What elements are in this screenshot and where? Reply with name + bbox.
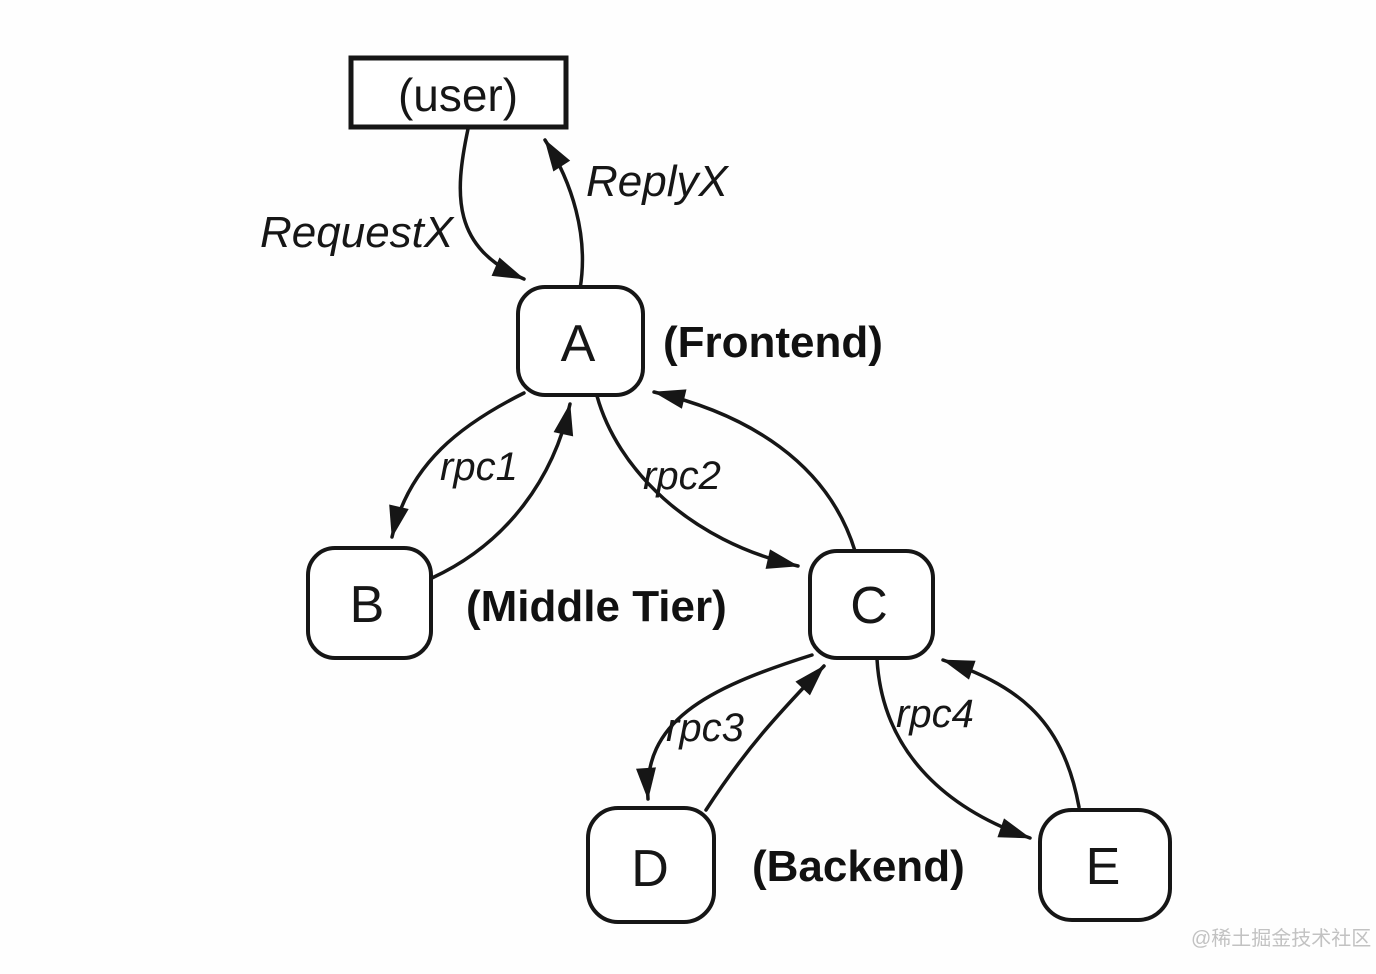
edge-label-rpc2: rpc2 bbox=[643, 454, 721, 498]
arrow-e-to-c-return bbox=[941, 658, 1081, 809]
tier-label-frontend: (Frontend) bbox=[663, 318, 883, 367]
edge-label-requestx: RequestX bbox=[260, 208, 455, 257]
edge-label-replyx: ReplyX bbox=[586, 157, 729, 206]
edge-label-rpc1: rpc1 bbox=[440, 445, 518, 489]
arrow-a-to-user-reply bbox=[543, 138, 585, 291]
arrow-a-to-c-rpc2 bbox=[595, 394, 800, 569]
watermark-text: @稀土掘金技术社区 bbox=[1191, 927, 1371, 950]
tier-label-middle: (Middle Tier) bbox=[466, 582, 727, 631]
node-d-box bbox=[586, 806, 716, 924]
node-c-box bbox=[808, 549, 935, 660]
node-b-label: B bbox=[350, 576, 385, 634]
node-e-label: E bbox=[1086, 838, 1121, 896]
arrow-b-to-a-return bbox=[430, 402, 574, 580]
arrow-c-to-e-rpc4 bbox=[875, 657, 1032, 840]
arrow-d-to-c-return bbox=[704, 664, 826, 812]
arrow-c-to-a-return bbox=[652, 389, 857, 553]
node-a-box bbox=[516, 285, 645, 397]
node-e-box bbox=[1038, 808, 1172, 922]
tier-label-backend: (Backend) bbox=[752, 842, 965, 891]
arrow-a-to-b-rpc1 bbox=[389, 391, 526, 539]
edge-label-rpc3: rpc3 bbox=[666, 706, 744, 750]
node-user-box bbox=[348, 55, 569, 130]
arrow-user-to-a-request bbox=[458, 127, 526, 281]
node-c-label: C bbox=[850, 577, 888, 635]
arrow-c-to-d-rpc3 bbox=[636, 653, 814, 801]
node-b-box bbox=[306, 546, 433, 660]
edge-label-rpc4: rpc4 bbox=[896, 692, 974, 736]
node-d-label: D bbox=[631, 840, 669, 898]
node-a-label: A bbox=[561, 315, 596, 373]
node-user-label: (user) bbox=[398, 69, 518, 121]
